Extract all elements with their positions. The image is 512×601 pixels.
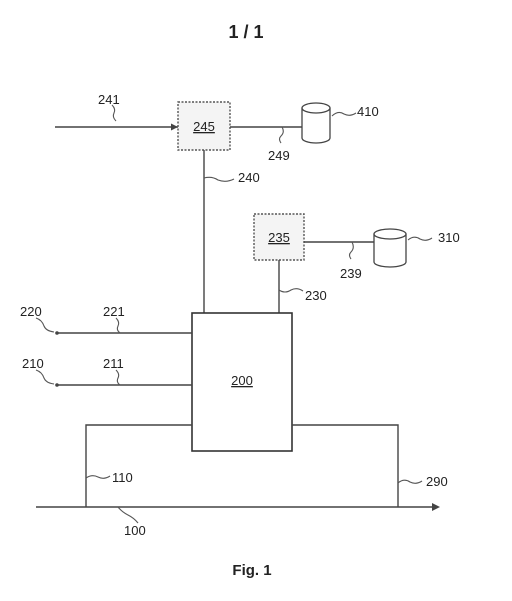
leader-110	[85, 475, 111, 479]
leader-410	[331, 111, 357, 117]
leader-211	[115, 369, 121, 386]
leader-230	[278, 288, 304, 293]
leader-241	[111, 104, 117, 122]
leader-240	[203, 176, 235, 182]
label-249: 249	[268, 148, 290, 163]
leader-249	[278, 126, 284, 144]
label-410: 410	[357, 104, 379, 119]
label-245: 245	[193, 119, 215, 134]
leader-100	[117, 506, 139, 524]
label-100: 100	[124, 523, 146, 538]
figure-caption: Fig. 1	[232, 562, 271, 579]
label-220: 220	[20, 304, 42, 319]
leader-290	[397, 479, 423, 484]
label-290: 290	[426, 474, 448, 489]
tank-410	[301, 102, 331, 144]
tank-310	[373, 228, 407, 268]
leader-310	[407, 236, 433, 241]
label-235: 235	[268, 230, 290, 245]
label-240: 240	[238, 170, 260, 185]
label-200: 200	[231, 373, 253, 388]
label-221: 221	[103, 304, 125, 319]
line-290	[292, 424, 399, 507]
sheet-number: 1 / 1	[228, 22, 263, 42]
unit-245	[177, 101, 231, 151]
label-210: 210	[22, 356, 44, 371]
label-110: 110	[112, 470, 133, 485]
arrow-100	[432, 503, 440, 511]
label-211: 211	[103, 356, 124, 371]
leader-239	[348, 241, 354, 260]
line-110	[85, 424, 192, 507]
label-239: 239	[340, 266, 362, 281]
leader-210	[35, 369, 55, 385]
label-310: 310	[438, 230, 460, 245]
label-241: 241	[98, 92, 120, 107]
unit-235	[253, 213, 305, 261]
arrow-241	[171, 123, 178, 131]
label-230: 230	[305, 288, 327, 303]
unit-200	[191, 312, 293, 452]
leader-221	[115, 317, 121, 334]
leader-220	[35, 317, 55, 333]
